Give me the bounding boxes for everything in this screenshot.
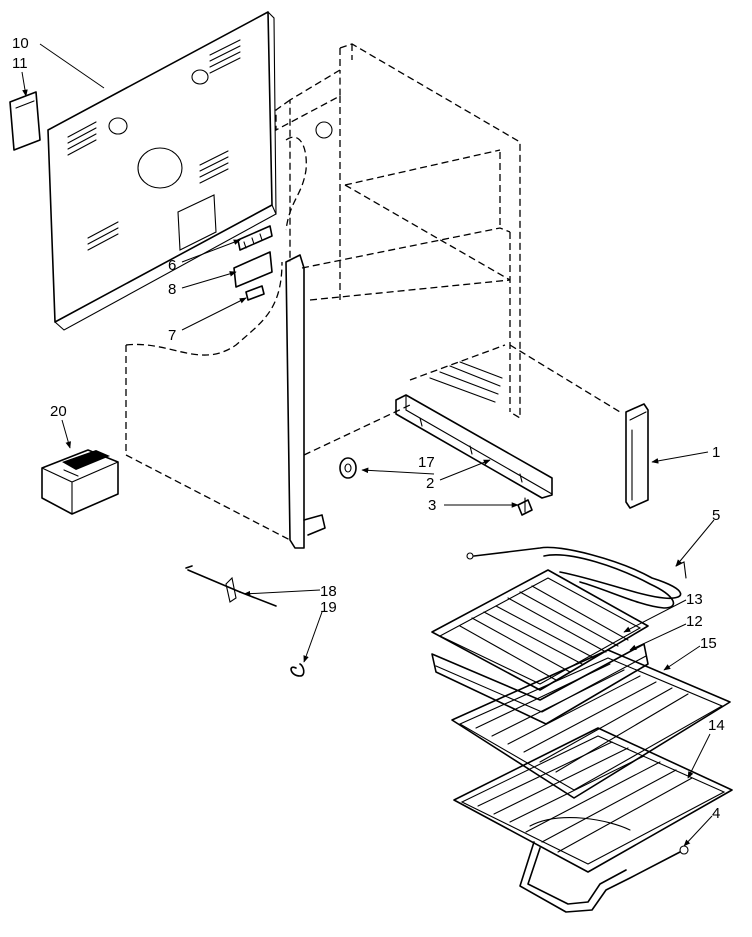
callout-10: 10	[12, 35, 29, 52]
screw-part	[517, 497, 533, 516]
callout-labels: 10 11 6 8 7 20 1 17 2 3 5 18 19 13 12 15…	[12, 35, 725, 822]
clip-part	[290, 663, 305, 677]
callout-19: 19	[320, 599, 337, 616]
callout-14: 14	[708, 717, 725, 734]
oven-rack-upper	[451, 649, 731, 799]
callout-7: 7	[168, 327, 176, 344]
broil-grid	[431, 569, 649, 691]
callout-8: 8	[168, 281, 176, 298]
terminal-box	[41, 449, 119, 515]
sensor-probe	[185, 565, 277, 607]
callout-17: 17	[418, 454, 435, 471]
callout-18: 18	[320, 583, 337, 600]
callout-2: 2	[426, 475, 434, 492]
leader-lines	[21, 43, 715, 847]
side-trim	[625, 403, 649, 509]
broil-pan	[431, 643, 649, 725]
callout-6: 6	[168, 257, 176, 274]
back-panel	[47, 11, 277, 331]
callout-15: 15	[700, 635, 717, 652]
callout-1: 1	[712, 444, 720, 461]
grommet-part	[339, 457, 357, 479]
broil-element	[519, 817, 689, 913]
cabinet-frame	[125, 43, 621, 549]
callout-4: 4	[712, 805, 720, 822]
callout-20: 20	[50, 403, 67, 420]
front-bracket	[395, 394, 553, 499]
callout-12: 12	[686, 613, 703, 630]
callout-11: 11	[12, 55, 28, 72]
callout-5: 5	[712, 507, 720, 524]
oven-rack-lower	[453, 727, 733, 873]
callout-3: 3	[428, 497, 436, 514]
access-plate	[9, 91, 41, 151]
bake-element	[466, 546, 687, 609]
callout-13: 13	[686, 591, 703, 608]
